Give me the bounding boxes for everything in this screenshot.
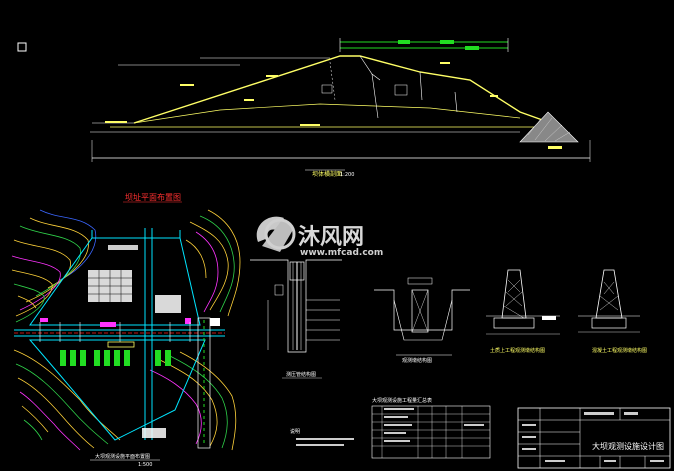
- title-block-title: 大坝观测设施设计图: [592, 441, 664, 451]
- detail-pier-trench: 观测墩结构图: [374, 277, 470, 364]
- section-label: 坝体横剖面: [312, 170, 342, 178]
- plan-scale: 1:500: [138, 462, 152, 468]
- detail-piezometer: 测压管结构图: [250, 259, 342, 379]
- watermark-url-text: www.mfcad.com: [300, 248, 383, 258]
- notes: 说明: [290, 428, 354, 446]
- title-block: 大坝观测设施设计图: [517, 407, 671, 469]
- detail-concrete-pier: 混凝土工程观测墩结构图: [578, 269, 647, 354]
- ucs-square-icon: [17, 42, 27, 52]
- plan-subtitle: 大坝观测设施平面布置图: [95, 453, 150, 460]
- detail-label-concrete-pier: 混凝土工程观测墩结构图: [592, 347, 647, 354]
- watermark-cn-text: 沐风网: [298, 225, 364, 250]
- detail-earth-pier: 土质上工程观测墩结构图: [486, 269, 560, 354]
- detail-label-piezometer: 测压管结构图: [286, 371, 316, 378]
- table-title: 大坝观测设施工程量汇总表: [372, 397, 432, 404]
- detail-label-pier: 观测墩结构图: [402, 357, 432, 364]
- detail-label-earth-pier: 土质上工程观测墩结构图: [490, 347, 545, 354]
- watermark-logo-icon: [256, 216, 296, 252]
- notes-heading: 说明: [290, 428, 300, 435]
- dam-cross-section: 坝体横剖面 1:200: [90, 38, 591, 178]
- dam-plan-view: 坝址平面布置图: [11, 192, 241, 468]
- section-scale: 1:200: [340, 172, 354, 178]
- quantity-table: 大坝观测设施工程量汇总表: [371, 397, 491, 459]
- watermark: 沐风网 www.mfcad.com: [256, 216, 383, 258]
- plan-title: 坝址平面布置图: [125, 192, 181, 202]
